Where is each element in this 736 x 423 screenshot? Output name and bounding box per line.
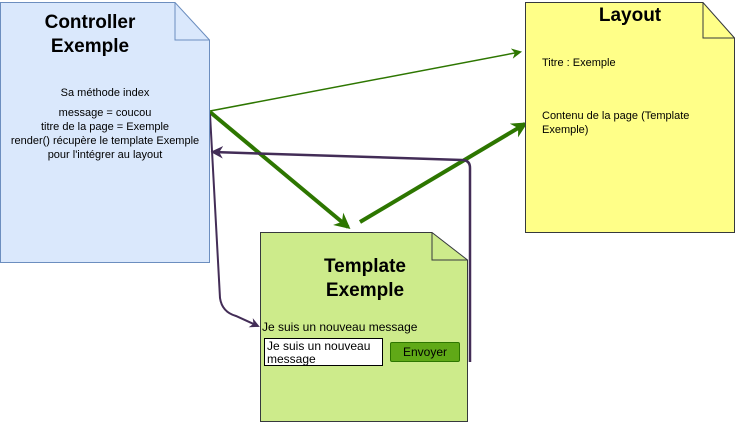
template-title-line1: Template: [323, 256, 406, 277]
controller-line: render() récupère le template Exemple: [10, 135, 200, 147]
arrow-controller-to-template-message: [209, 113, 260, 328]
template-title-line2: Exemple: [325, 280, 405, 301]
controller-line: titre de la page = Exemple: [40, 121, 170, 133]
arrow-template-to-layout: [358, 122, 528, 224]
arrow-controller-to-layout: [209, 48, 523, 112]
layout-title: Layout: [598, 5, 662, 26]
layout-contenu-text: Contenu de la page (Template Exemple): [542, 110, 690, 136]
template-note-shape: [260, 232, 468, 422]
controller-description: Sa méthode index message = coucou titre …: [0, 86, 210, 162]
layout-note-shape: [525, 2, 735, 233]
controller-note-shape: [0, 2, 210, 263]
send-button[interactable]: Envoyer: [390, 342, 460, 362]
controller-line: message = coucou: [58, 107, 152, 119]
controller-title-line1: Controller: [44, 12, 136, 33]
template-note: Template Exemple Je suis un nouveau mess…: [260, 232, 468, 422]
layout-titre-text: Titre : Exemple: [542, 57, 616, 69]
controller-title: Controller Exemple: [25, 11, 155, 59]
controller-line: pour l'intégrer au layout: [47, 149, 163, 161]
controller-note: Controller Exemple Sa méthode index mess…: [0, 2, 210, 263]
arrow-controller-to-template: [208, 110, 351, 230]
template-title: Template Exemple: [285, 255, 445, 303]
controller-line: Sa méthode index: [60, 87, 150, 99]
message-input[interactable]: Je suis un nouveau message: [264, 338, 383, 366]
template-message-text: Je suis un nouveau message: [262, 320, 418, 334]
controller-title-line2: Exemple: [50, 36, 130, 57]
layout-note: Layout Titre : Exemple Contenu de la pag…: [525, 2, 735, 233]
